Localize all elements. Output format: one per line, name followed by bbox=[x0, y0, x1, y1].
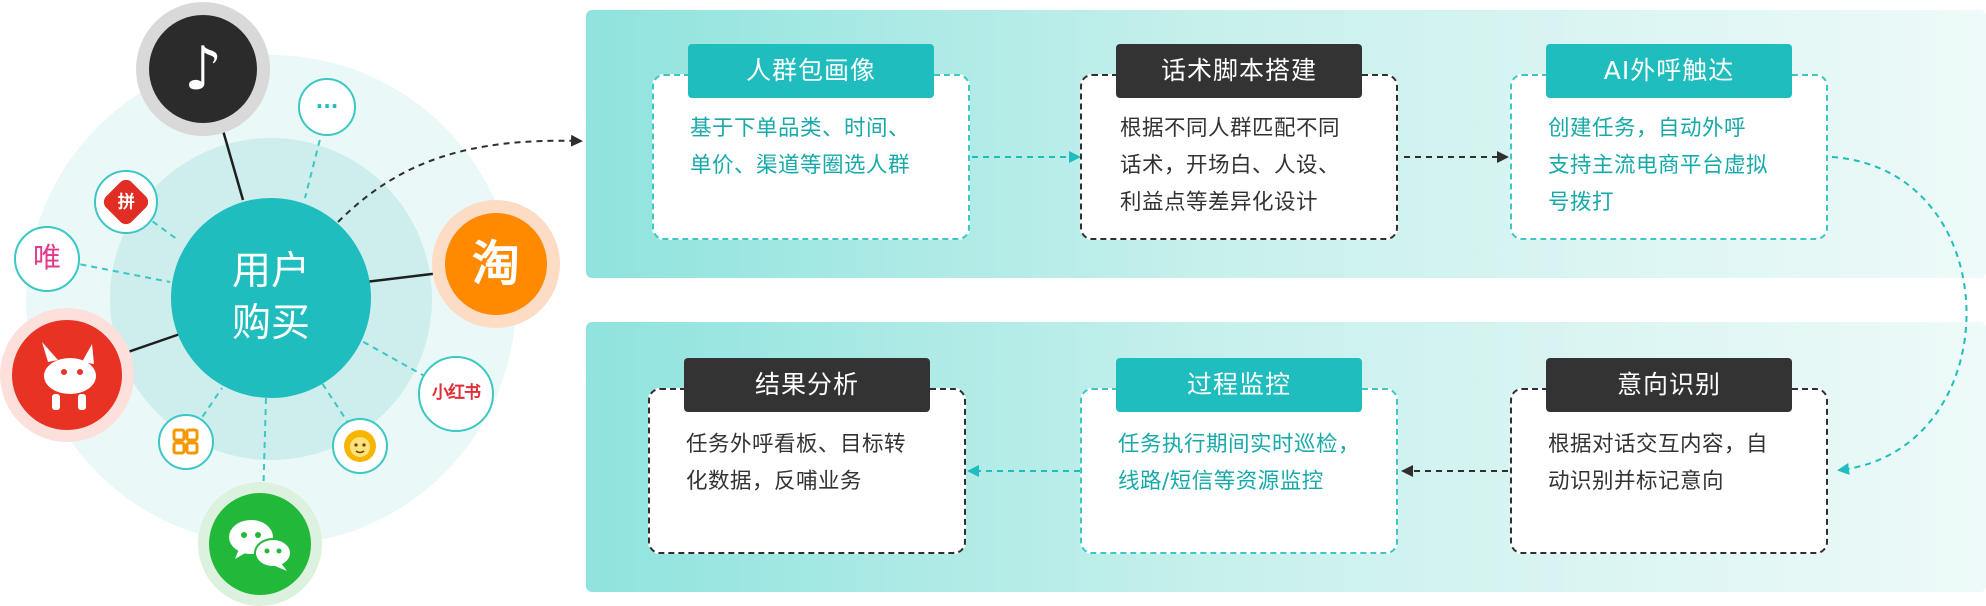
arrow-step3-step4 bbox=[1831, 156, 1968, 475]
vip-icon: 唯 bbox=[14, 226, 80, 292]
step-card-intent bbox=[1510, 388, 1828, 554]
step-line: 根据对话交互内容，自 bbox=[1548, 432, 1769, 457]
youku-icon bbox=[158, 414, 214, 470]
xiaohongshu-glyph: 小红书 bbox=[432, 383, 481, 403]
step-card-audience bbox=[652, 74, 970, 240]
step-body-monitor: 任务执行期间实时巡检， 线路/短信等资源监控 bbox=[1118, 426, 1360, 500]
step-line: 根据不同人群匹配不同 bbox=[1120, 116, 1341, 141]
spoke-xhs bbox=[359, 339, 456, 394]
spoke-vip bbox=[47, 257, 171, 283]
step-title-analysis: 结果分析 bbox=[684, 358, 930, 412]
pinduoduo-icon: 拼 bbox=[94, 170, 158, 234]
jd-icon bbox=[0, 308, 134, 442]
step-line: 任务外呼看板、目标转 bbox=[686, 432, 907, 457]
step-title-monitor: 过程监控 bbox=[1116, 358, 1362, 412]
step-title-audience: 人群包画像 bbox=[688, 44, 934, 98]
douyin-icon: ♪ bbox=[136, 2, 270, 136]
more-glyph: ··· bbox=[315, 94, 339, 118]
step-line: 创建任务，自动外呼 bbox=[1548, 116, 1747, 141]
hub-user-purchase: 用户 购买 bbox=[171, 198, 371, 398]
jd-dog-glyph bbox=[42, 342, 96, 410]
step-body-script: 根据不同人群匹配不同 话术，开场白、人设、 利益点等差异化设计 bbox=[1120, 110, 1340, 221]
step-card-monitor bbox=[1080, 388, 1398, 554]
step-body-audience: 基于下单品类、时间、 单价、渠道等圈选人群 bbox=[690, 110, 910, 184]
douyin-glyph: ♪ bbox=[149, 15, 257, 123]
hub-line1: 用户 bbox=[231, 249, 310, 294]
hub-line2: 购买 bbox=[231, 301, 310, 346]
step-line: 任务执行期间实时巡检， bbox=[1118, 432, 1361, 457]
step-line: 号拨打 bbox=[1548, 190, 1615, 215]
youku-glyph bbox=[172, 428, 199, 455]
step-card-script bbox=[1080, 74, 1398, 240]
step-card-analysis bbox=[648, 388, 966, 554]
arrow-hub-to-step1 bbox=[337, 134, 583, 223]
taobao-icon: 淘 bbox=[432, 200, 560, 328]
step-line: 基于下单品类、时间、 bbox=[690, 116, 911, 141]
more-icon: ··· bbox=[298, 78, 356, 136]
step-title-script: 话术脚本搭建 bbox=[1116, 44, 1362, 98]
step-title-intent: 意向识别 bbox=[1546, 358, 1792, 412]
step-body-intent: 根据对话交互内容，自 动识别并标记意向 bbox=[1548, 426, 1768, 500]
step-line: 线路/短信等资源监控 bbox=[1118, 469, 1324, 494]
step-body-ai-call: 创建任务，自动外呼 支持主流电商平台虚拟 号拨打 bbox=[1548, 110, 1768, 221]
suning-icon bbox=[332, 418, 388, 474]
step-line: 话术，开场白、人设、 bbox=[1120, 153, 1341, 178]
wechat-glyph bbox=[229, 520, 292, 571]
step-line: 化数据，反哺业务 bbox=[686, 469, 863, 494]
step-line: 单价、渠道等圈选人群 bbox=[690, 153, 911, 178]
wechat-icon bbox=[198, 482, 322, 606]
step-line: 支持主流电商平台虚拟 bbox=[1548, 153, 1769, 178]
xiaohongshu-icon: 小红书 bbox=[418, 356, 494, 432]
vip-glyph: 唯 bbox=[32, 241, 61, 274]
suning-lion-glyph bbox=[344, 430, 376, 462]
step-title-ai-call: AI外呼触达 bbox=[1546, 44, 1792, 98]
taobao-glyph: 淘 bbox=[445, 213, 547, 315]
step-line: 利益点等差异化设计 bbox=[1120, 190, 1319, 215]
pinduoduo-glyph: 拼 bbox=[117, 192, 135, 212]
step-card-ai-call bbox=[1510, 74, 1828, 240]
step-body-analysis: 任务外呼看板、目标转 化数据，反哺业务 bbox=[686, 426, 906, 500]
step-line: 动识别并标记意向 bbox=[1548, 469, 1725, 494]
